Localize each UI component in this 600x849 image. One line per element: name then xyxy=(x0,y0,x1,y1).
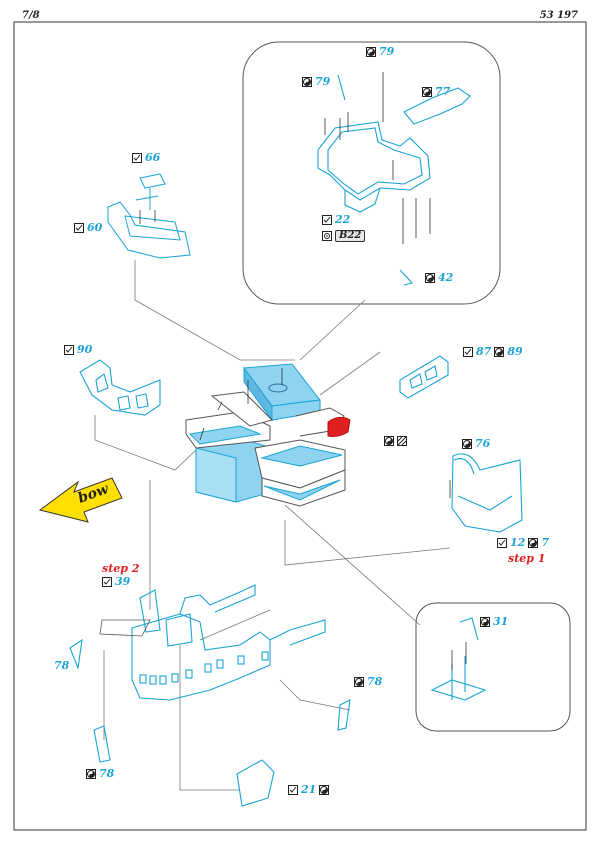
part-60-66 xyxy=(107,173,191,259)
gear-icon xyxy=(322,231,332,241)
part-78-c xyxy=(337,699,351,731)
step-2-label: step 2 xyxy=(102,562,140,575)
kit-code: 53 197 xyxy=(539,10,578,21)
callout-76: 76 xyxy=(462,438,490,449)
part-90 xyxy=(79,359,161,416)
callout-90: 90 xyxy=(64,344,92,355)
callout-21: 21 xyxy=(288,784,330,795)
callout-60: 60 xyxy=(74,222,102,233)
check-icon xyxy=(64,344,74,355)
leader-lines xyxy=(94,260,451,791)
part-22-inset xyxy=(317,74,471,286)
loose-parts xyxy=(69,617,487,807)
callout-77: 77 xyxy=(422,86,450,97)
callout-31: 31 xyxy=(480,616,508,627)
check-icon xyxy=(322,214,332,225)
red-detail xyxy=(327,416,351,437)
yinyang-icon xyxy=(302,76,312,87)
callout-12-7: 12 7 xyxy=(497,537,549,548)
yinyang-icon xyxy=(422,86,432,97)
arrows-22 xyxy=(324,72,431,244)
yinyang-icon xyxy=(528,537,539,548)
page-number: 7/8 xyxy=(22,10,40,21)
inset-bottom xyxy=(415,602,571,732)
yinyang-icon xyxy=(354,676,364,687)
arrows-60 xyxy=(139,210,156,224)
callout-78-bottom: 78 xyxy=(86,768,114,779)
inset-top xyxy=(242,41,501,305)
callout-79-top: 79 xyxy=(366,46,394,57)
window-row xyxy=(139,651,269,685)
callout-42: 42 xyxy=(425,272,453,283)
yinyang-icon xyxy=(480,616,490,627)
central-assembly xyxy=(185,363,351,507)
check-icon xyxy=(74,222,84,233)
yinyang-icon xyxy=(86,768,96,779)
yinyang-icon xyxy=(462,438,472,449)
part-21 xyxy=(236,759,275,807)
yinyang-icon xyxy=(425,272,435,283)
callout-78-left: 78 xyxy=(54,659,70,672)
callout-79-left: 79 xyxy=(302,76,330,87)
part-87-89 xyxy=(399,355,449,399)
yinyang-icon xyxy=(319,784,330,795)
callout-39: 39 xyxy=(102,576,130,587)
step-1-label: step 1 xyxy=(508,552,546,565)
part-78-a xyxy=(69,638,83,671)
check-icon xyxy=(102,576,112,587)
callout-78-right: 78 xyxy=(354,676,382,687)
callout-87-89: 87 89 xyxy=(463,346,523,357)
part-31-blade xyxy=(459,617,479,641)
callout-paint xyxy=(384,436,407,446)
part-76 xyxy=(451,453,523,533)
yinyang-icon xyxy=(366,46,376,57)
callout-66: 66 xyxy=(132,152,160,163)
bow-arrow: bow xyxy=(38,477,123,523)
yinyang-icon xyxy=(384,436,394,446)
check-icon xyxy=(132,152,142,163)
check-icon xyxy=(463,346,473,357)
check-icon xyxy=(288,784,298,795)
part-39-structure xyxy=(131,584,326,701)
part-78-b xyxy=(93,725,111,763)
hatch-icon xyxy=(397,436,407,446)
callout-b22: B22 xyxy=(322,230,366,242)
callout-22: 22 xyxy=(322,214,350,225)
yinyang-icon xyxy=(494,346,505,357)
page-frame xyxy=(13,21,587,831)
center-arrows xyxy=(199,368,283,441)
check-icon xyxy=(497,537,507,548)
part-31 xyxy=(430,679,487,701)
arrows-31 xyxy=(451,642,467,670)
